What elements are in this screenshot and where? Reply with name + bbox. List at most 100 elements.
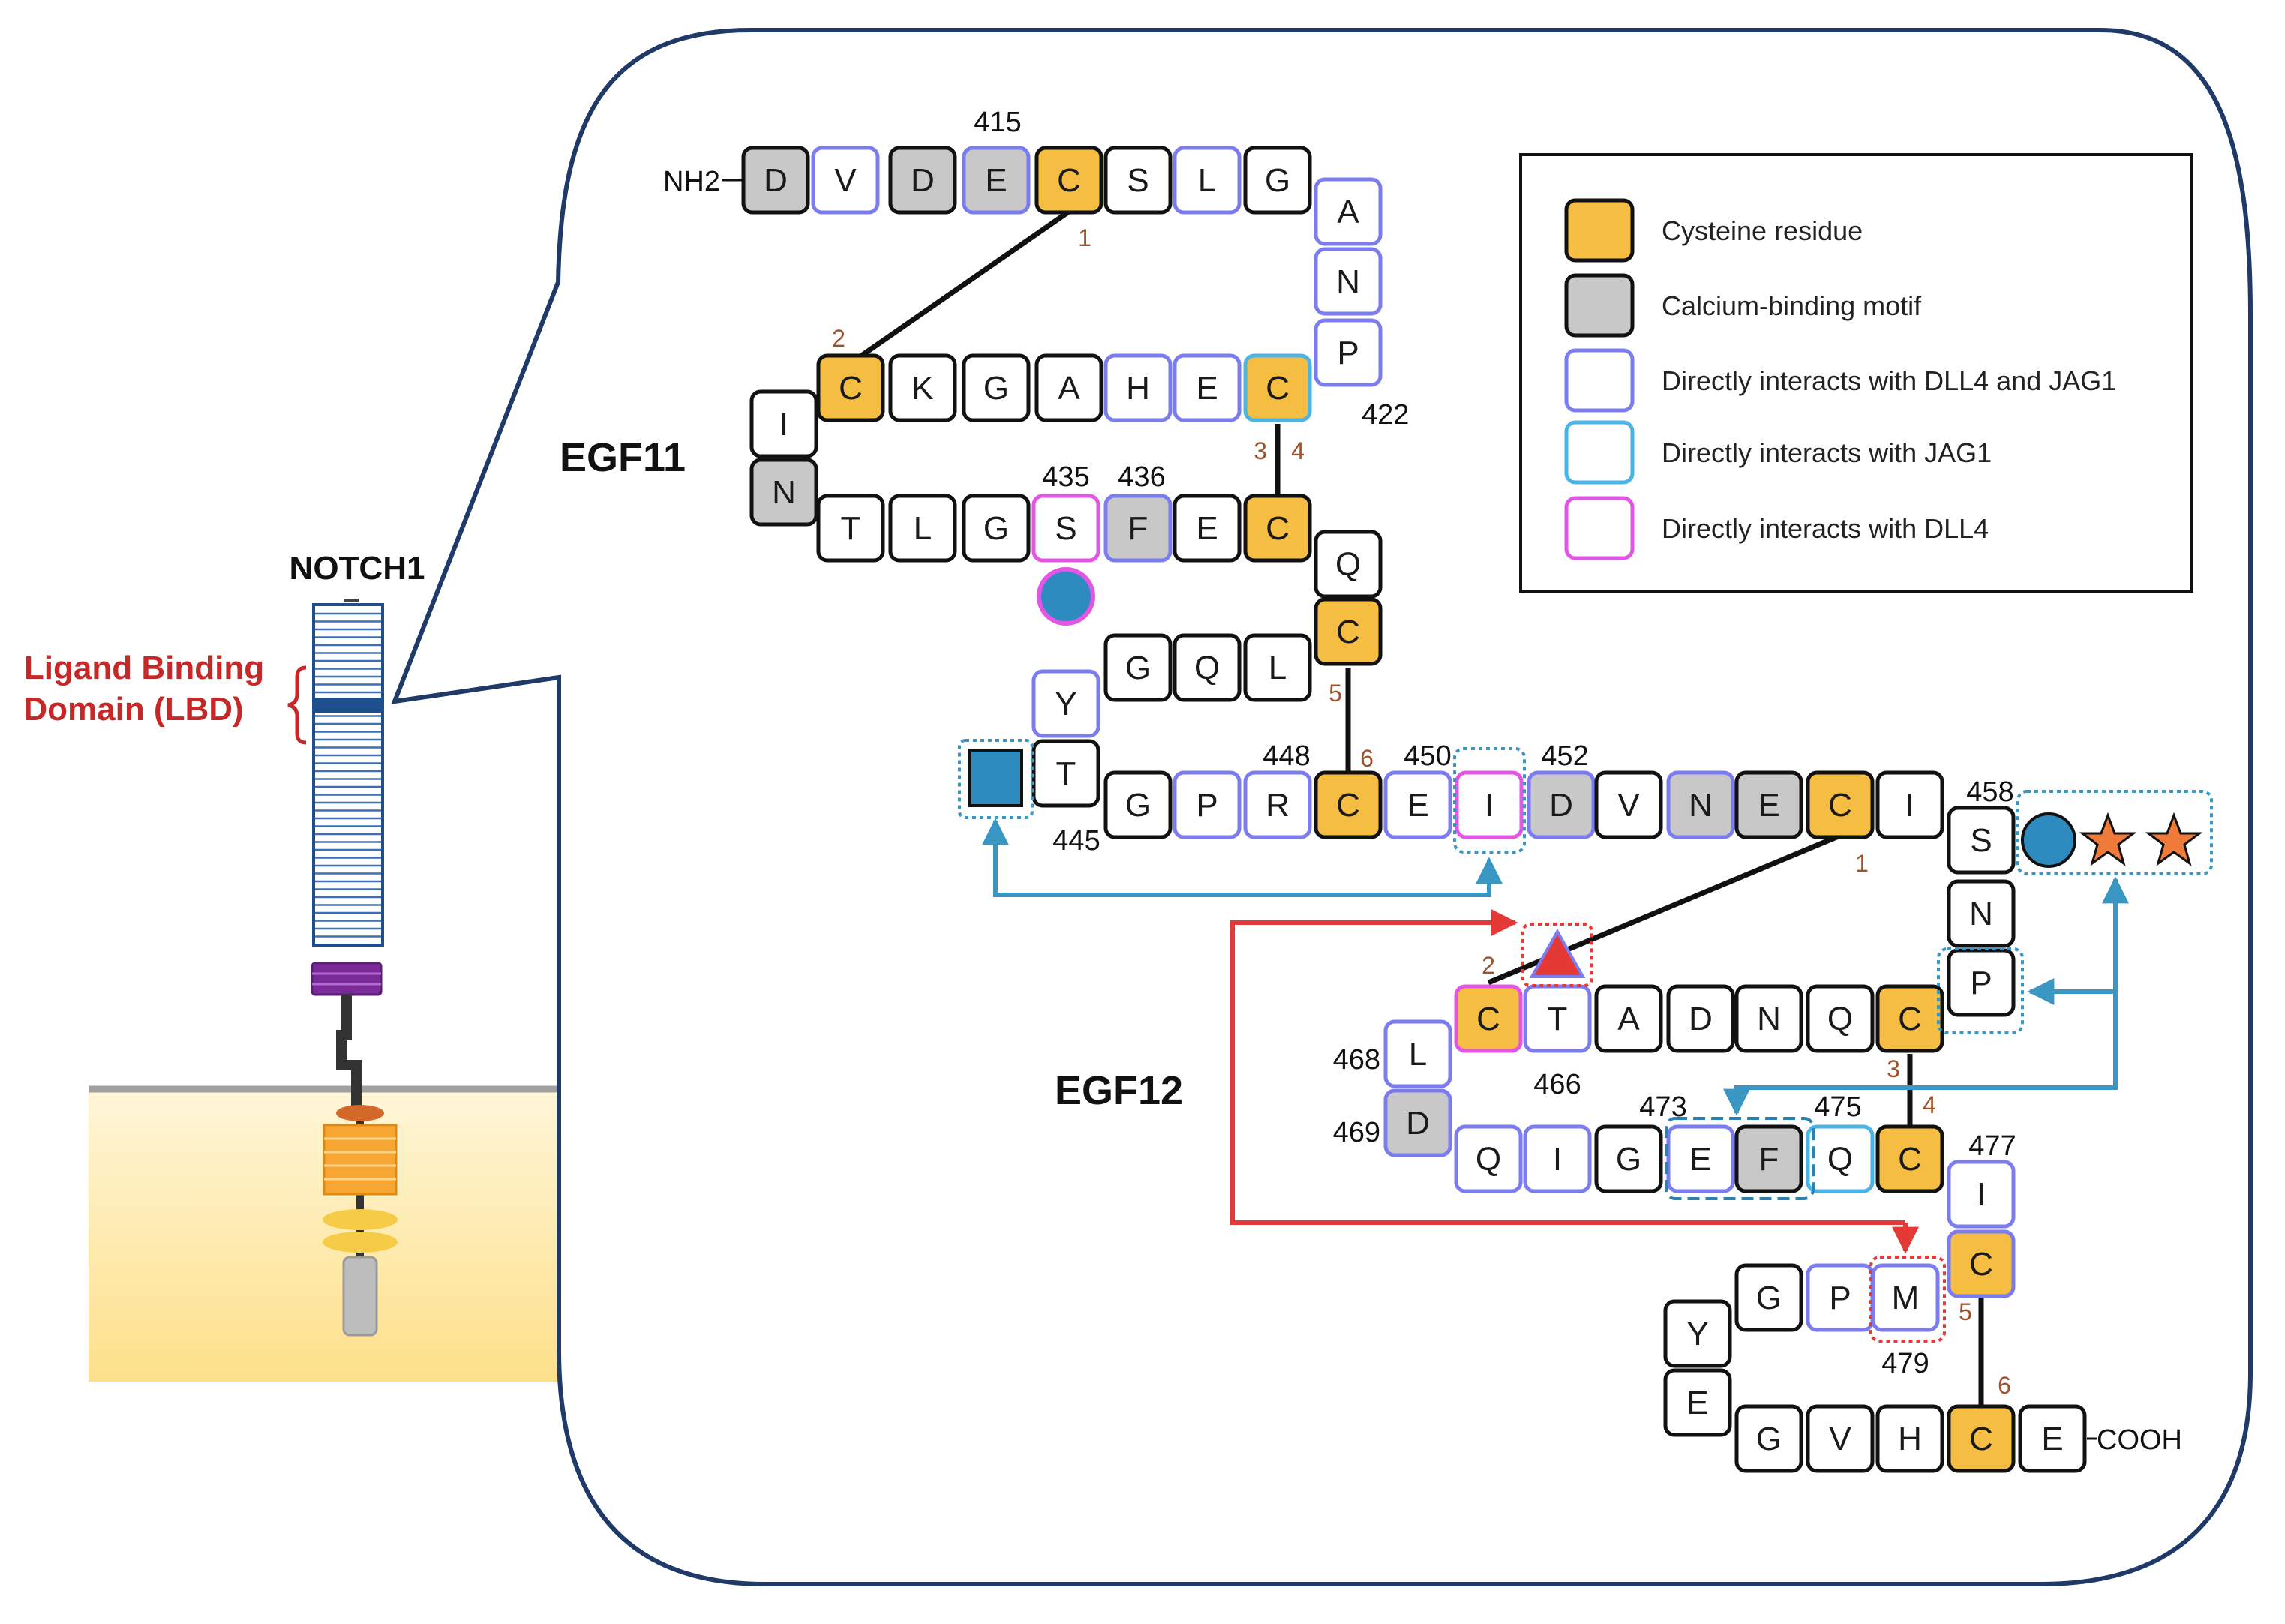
red-triangle-marker	[1529, 928, 1586, 978]
residue-L: L	[1383, 1019, 1452, 1088]
residue-box	[1103, 353, 1173, 422]
residue-box	[1173, 633, 1242, 702]
residue-box	[1034, 146, 1103, 215]
residue-box	[962, 353, 1031, 422]
residue-letter: D	[1689, 1001, 1713, 1037]
legend-swatch	[1564, 496, 1635, 560]
residue-box	[1031, 739, 1100, 808]
residue-box	[816, 494, 885, 563]
residue-box	[888, 494, 957, 563]
cysteine-index: 3	[1254, 437, 1267, 464]
residue-box	[1314, 597, 1383, 666]
residue-letter: H	[1126, 370, 1150, 407]
residue-Y: Y	[1663, 1299, 1732, 1368]
ankyrin-repeats	[323, 1124, 398, 1196]
residue-C: C	[1243, 494, 1312, 563]
residue-box	[1173, 494, 1242, 563]
disulfide-egf11-1-3	[849, 209, 1070, 365]
residue-number: 422	[1362, 399, 1409, 431]
cysteine-index: 3	[1887, 1055, 1900, 1082]
residue-G: G	[1243, 146, 1312, 215]
residue-letter: Q	[1476, 1141, 1501, 1178]
residue-L: L	[1173, 146, 1242, 215]
residue-T: T	[816, 494, 885, 563]
residue-box	[1806, 1404, 1875, 1473]
lbd-label-line1: Ligand Binding	[24, 650, 264, 686]
residue-letter: S	[1970, 822, 1992, 859]
residue-V: V	[811, 146, 880, 215]
residue-C: C	[1875, 1124, 1944, 1193]
residue-letter: Q	[1335, 546, 1361, 583]
residue-letter: L	[914, 510, 932, 547]
residue-letter: G	[1756, 1421, 1782, 1457]
residue-letter: E	[1758, 787, 1779, 824]
residue-box	[1806, 1124, 1875, 1193]
residue-letter: Y	[1055, 686, 1076, 722]
residue-box	[1875, 984, 1944, 1053]
residue-letter: G	[1265, 162, 1290, 199]
residue-letter: C	[1336, 614, 1360, 650]
legend-item: Directly interacts with JAG1	[1564, 420, 1992, 485]
residue-letter: E	[1689, 1141, 1711, 1178]
residue-box	[962, 494, 1031, 563]
residue-number: 450	[1404, 740, 1451, 772]
residue-D: D	[741, 146, 810, 215]
dotted-box-circle-stars	[2016, 790, 2213, 875]
residue-box	[1243, 353, 1312, 422]
residue-box	[1031, 494, 1100, 563]
legend-item: Cysteine residue	[1564, 198, 1863, 263]
residue-box	[2018, 1404, 2087, 1473]
residue-number: 479	[1881, 1348, 1929, 1379]
residue-I: I	[1523, 1124, 1592, 1193]
residue-box	[1947, 806, 2016, 875]
residue-number: 415	[974, 107, 1021, 138]
residue-letter: C	[1828, 787, 1852, 824]
blue-circle-marker	[2021, 812, 2076, 868]
residue-letter: P	[1970, 965, 1992, 1001]
lbd-label-line2: Domain (LBD)	[23, 691, 243, 728]
dotted-box-square	[958, 739, 1034, 819]
residue-letter: Q	[1827, 1001, 1853, 1037]
residue-box	[1734, 1124, 1803, 1193]
residue-E: E	[962, 146, 1031, 215]
residue-number: 466	[1533, 1069, 1581, 1100]
residue-H: H	[1875, 1404, 1944, 1473]
legend-swatch	[1564, 273, 1635, 338]
residue-letter: S	[1055, 510, 1076, 547]
residue-letter: Q	[1194, 650, 1220, 686]
residue-box	[1594, 1124, 1663, 1193]
residue-box	[1314, 770, 1383, 839]
n-terminus-label: NH2	[663, 166, 720, 197]
residue-box	[1806, 1263, 1875, 1332]
residue-box	[888, 146, 957, 215]
residue-letter: I	[779, 406, 788, 443]
residue-letter: C	[1266, 370, 1290, 407]
legend-item: Directly interacts with DLL4 and JAG1	[1564, 348, 2116, 413]
egf-stack-frame	[312, 603, 384, 947]
residue-letter: C	[1969, 1421, 1993, 1457]
residue-letter: N	[1969, 896, 1993, 932]
residue-H: H	[1103, 353, 1173, 422]
juxtamembrane-linker	[336, 995, 362, 1110]
residue-I: I	[1455, 770, 1524, 839]
residue-L: L	[1243, 633, 1312, 702]
residue-box	[1383, 1088, 1452, 1157]
residue-E: E	[1173, 353, 1242, 422]
residue-letter: E	[2041, 1421, 2063, 1457]
residue-box	[1454, 984, 1523, 1053]
residue-D: D	[1383, 1088, 1452, 1157]
annotations-over	[958, 567, 2213, 1343]
residue-box	[1031, 669, 1100, 738]
residue-letter: G	[1616, 1141, 1641, 1178]
dotted-box-i450	[1453, 747, 1526, 854]
residue-Q: Q	[1806, 984, 1875, 1053]
residue-letter: P	[1829, 1280, 1851, 1316]
residue-G: G	[1103, 770, 1173, 839]
residue-number: 436	[1118, 461, 1165, 493]
residue-D: D	[1527, 770, 1596, 839]
residue-box	[1594, 770, 1663, 839]
residue-letter: G	[1125, 650, 1151, 686]
